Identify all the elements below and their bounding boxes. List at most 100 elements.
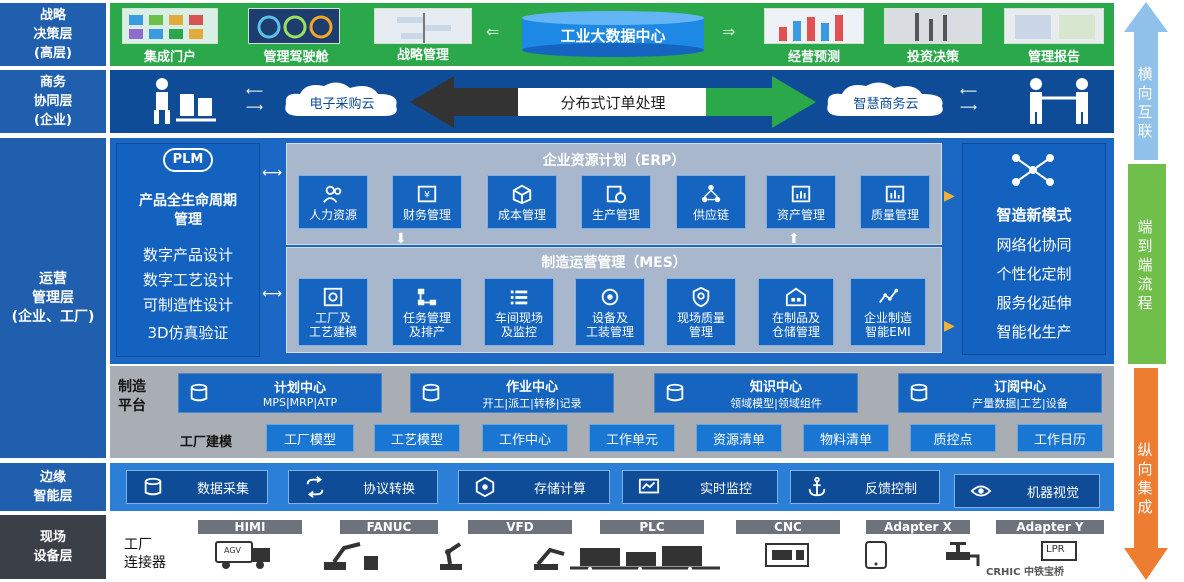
smart-commerce-cloud-label: 智慧商务云 (853, 97, 919, 112)
factory-item-2: 工艺模型 (374, 424, 460, 452)
big-data-center-label: 工业大数据中心 (560, 27, 666, 45)
plm-panel (116, 143, 260, 357)
svg-text:¥: ¥ (424, 189, 430, 200)
delivery-person-icon (154, 78, 216, 124)
arrow-down-icon: ⬇ (395, 231, 407, 247)
big-data-center-cylinder (522, 11, 704, 57)
edge-storage-compute: 存储计算 (458, 470, 610, 504)
factory-modeling-label: 工厂建模 (180, 435, 233, 450)
handshake-icon (1030, 78, 1088, 124)
order-processing-arrow (410, 76, 816, 128)
factory-item-7: 质控点 (910, 424, 996, 452)
arrow-to-smart-icon-2: ▶ (944, 318, 955, 334)
agv-label: AGV (224, 546, 242, 555)
strategy-item-investment: 投资决策 (906, 50, 959, 65)
arrow-right-icon: ⇒ (722, 22, 736, 41)
edge-band (110, 463, 1114, 511)
mes-emi: 企业制造 智能EMI (850, 278, 926, 346)
erp-production: 生产管理 (581, 175, 651, 229)
platform-label: 制造 平台 (118, 379, 146, 414)
investment-thumbnail (884, 8, 982, 44)
arrow-right-thin-icon-2: ⟶ (960, 100, 978, 114)
erp-supply-chain: 供应链 (676, 175, 746, 229)
erp-title: 企业资源计划（ERP） (542, 153, 686, 169)
smart-item-3: 服务化延伸 (996, 294, 1072, 312)
strategy-item-strategy: 战略管理 (396, 48, 449, 63)
device-vfd: VFD (468, 520, 572, 534)
plm-item-3: 可制造性设计 (142, 296, 233, 314)
layer-label-field: 现场 设备层 (0, 515, 106, 579)
forecast-thumbnail (764, 8, 864, 44)
e-procurement-cloud-shape (285, 82, 397, 116)
factory-item-3: 工作中心 (482, 424, 568, 452)
factory-item-6: 物料清单 (803, 424, 889, 452)
arrow-to-smart-icon-1: ▶ (944, 188, 955, 204)
factory-item-1: 工厂模型 (266, 424, 354, 452)
lpr-camera-icon (1041, 541, 1077, 561)
report-thumbnail (1004, 8, 1104, 44)
device-himi: HIMI (198, 520, 302, 534)
factory-item-4: 工作单元 (589, 424, 675, 452)
smart-mode-title: 智造新模式 (996, 206, 1072, 224)
e-procurement-cloud-label: 电子采购云 (309, 97, 375, 112)
mes-factory-modeling: 工厂及 工艺建模 (298, 278, 368, 346)
erp-quality: 质量管理 (860, 175, 930, 229)
smart-commerce-cloud-shape (827, 82, 943, 116)
network-icon (1012, 154, 1054, 186)
portal-thumbnail (122, 8, 218, 44)
plm-item-4: 3D仿真验证 (147, 324, 229, 342)
arrow-left-thin-icon: ⟵ (246, 84, 264, 98)
order-processing-label: 分布式订单处理 (560, 94, 666, 112)
double-arrow-icon-2: ⟷ (262, 286, 283, 302)
device-adapter-y: Adapter Y (996, 520, 1104, 534)
mes-task-scheduling: 任务管理 及排产 (392, 278, 462, 346)
arrow-up-icon: ⬆ (788, 231, 800, 247)
strategy-item-cockpit: 管理驾驶舱 (263, 50, 329, 65)
watermark-text: CRHIC 中铁宝桥 (986, 567, 1064, 578)
arrow-right-thin-icon: ⟶ (246, 100, 264, 114)
edge-feedback-control: 反馈控制 (790, 470, 940, 504)
strategy-mgmt-thumbnail (374, 8, 472, 44)
double-arrow-icon-1: ⟷ (262, 165, 283, 181)
mes-wip-warehouse: 在制品及 仓储管理 (758, 278, 834, 346)
vertical-integration-label: 纵 向 集 成 (1137, 441, 1155, 516)
vertical-integration-arrow (1124, 368, 1168, 580)
device-plc: PLC (600, 520, 704, 534)
strategy-item-report: 管理报告 (1027, 50, 1080, 65)
edge-data-collection: 数据采集 (126, 470, 268, 504)
strategy-item-portal: 集成门户 (143, 50, 196, 65)
smart-item-2: 个性化定制 (996, 265, 1072, 283)
erp-cost: 成本管理 (487, 175, 557, 229)
production-line-icon (534, 546, 720, 571)
mes-shop-monitoring: 车间现场 及监控 (484, 278, 554, 346)
plm-item-1: 数字产品设计 (142, 246, 233, 264)
smart-item-1: 网络化协同 (996, 236, 1072, 254)
erp-hr: 人力资源 (298, 175, 368, 229)
valve-icon (946, 542, 980, 566)
horizontal-interconnect-label: 横 向 互 联 (1137, 65, 1155, 140)
horizontal-interconnect-arrow (1124, 2, 1168, 160)
plm-title: 产品全生命周期 管理 (139, 193, 237, 228)
strategy-item-forecast: 经营预测 (787, 50, 840, 65)
platform-job-center: 作业中心开工|派工|转移|记录 (410, 373, 614, 413)
robot-arm-icon (324, 542, 378, 570)
factory-item-5: 资源清单 (696, 424, 782, 452)
layer-label-business: 商务 协同层 (企业) (0, 70, 106, 133)
mes-quality-mgmt: 现场质量 管理 (666, 278, 736, 346)
cockpit-thumbnail (248, 8, 340, 44)
device-cnc: CNC (736, 520, 840, 534)
factory-item-8: 工作日历 (1017, 424, 1103, 452)
smart-mode-panel (962, 143, 1106, 355)
smart-item-4: 智能化生产 (996, 323, 1072, 341)
platform-subscribe-center: 订阅中心产量数据|工艺|设备 (898, 373, 1102, 413)
erp-finance: ¥财务管理 (392, 175, 462, 229)
tablet-icon (865, 541, 887, 569)
edge-protocol-conversion: 协议转换 (288, 470, 438, 504)
arrow-left-icon: ⇐ (486, 22, 500, 41)
mes-title: 制造运营管理（MES） (541, 255, 687, 271)
edge-machine-vision: 机器视觉 (954, 474, 1100, 508)
end-to-end-label: 端 到 端 流 程 (1137, 217, 1155, 312)
device-adapter-x: Adapter X (866, 520, 970, 534)
robot-arm-icon-2 (440, 542, 462, 570)
